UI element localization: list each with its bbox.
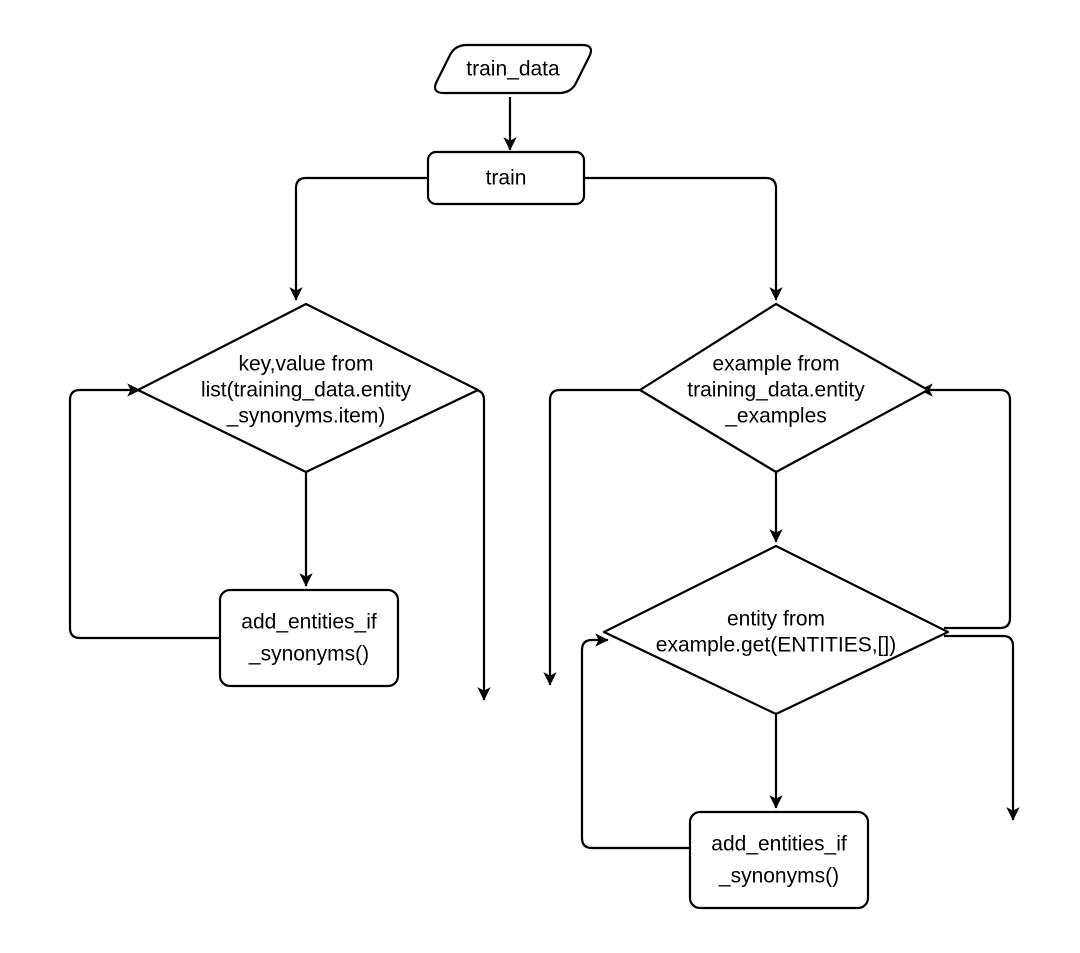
node-train[interactable]: train: [426, 150, 586, 206]
node-loop-entities[interactable]: entity from example.get(ENTITIES,[]): [602, 544, 950, 716]
loop-synonyms-label-line2: list(training_data.entity: [201, 379, 412, 402]
loop-entities-label-line1: entity from: [727, 608, 825, 631]
train-label: train: [486, 167, 527, 190]
add-entities-left-label-line2: _synonyms(): [248, 643, 369, 666]
node-add-entities-right[interactable]: add_entities_if _synonyms(): [688, 810, 870, 910]
loop-examples-label-line2: training_data.entity: [687, 379, 865, 402]
add-entities-right-shape: [688, 810, 870, 910]
add-entities-left-shape: [218, 588, 400, 688]
train-data-shape: [433, 43, 593, 95]
node-train-data[interactable]: train_data: [433, 43, 593, 95]
loop-synonyms-shape: [136, 302, 480, 474]
edge-add-entities-left-back-to-loop-synonyms: [68, 383, 220, 640]
edge-loop-entities-back-to-loop-examples: [919, 383, 1012, 630]
train-shape: [426, 150, 586, 206]
loop-examples-label-line3: _examples: [724, 405, 827, 428]
edge-loop-entities-exit: [944, 634, 1020, 821]
add-entities-right-label-line2: _synonyms(): [718, 865, 839, 888]
edge-train-to-loop-synonyms: [289, 176, 428, 301]
node-add-entities-left[interactable]: add_entities_if _synonyms(): [218, 588, 400, 688]
edge-train-to-loop-examples: [584, 176, 783, 301]
loop-examples-shape: [638, 302, 930, 474]
add-entities-right-label-line1: add_entities_if: [711, 833, 847, 856]
train-data-label: train_data: [466, 58, 560, 81]
edge-add-entities-right-back-to-loop-entities: [580, 633, 690, 850]
loop-synonyms-label-line1: key,value from: [239, 353, 374, 376]
node-loop-synonyms[interactable]: key,value from list(training_data.entity…: [136, 302, 480, 474]
loop-entities-shape: [602, 544, 950, 716]
node-loop-examples[interactable]: example from training_data.entity _examp…: [638, 302, 930, 474]
add-entities-left-label-line1: add_entities_if: [241, 611, 377, 634]
edge-loop-examples-exit: [543, 388, 646, 686]
loop-entities-label-line2: example.get(ENTITIES,[]): [656, 634, 896, 657]
edge-loop-synonyms-exit: [466, 388, 491, 701]
loop-examples-label-line1: example from: [712, 353, 839, 376]
loop-synonyms-label-line3: _synonyms.item): [226, 405, 386, 428]
